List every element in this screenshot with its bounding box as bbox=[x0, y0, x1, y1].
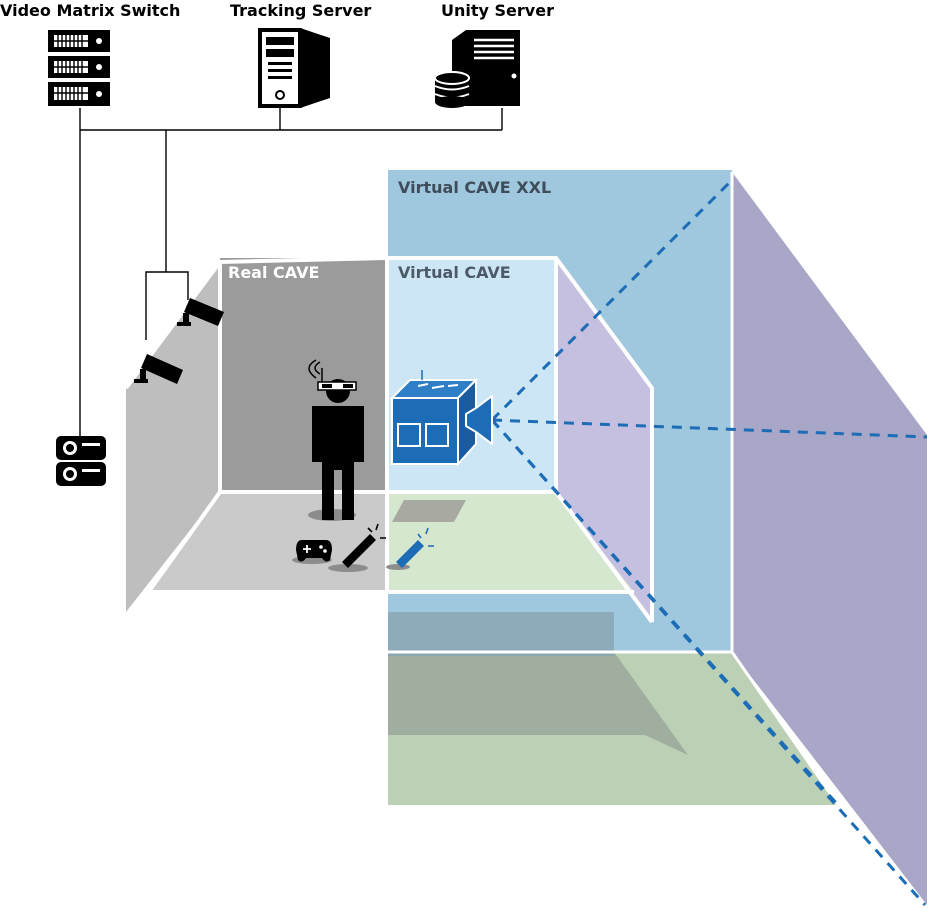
network-lines bbox=[79, 108, 503, 436]
virtual-cave-side-wall bbox=[556, 258, 652, 622]
virtual-cave-xxl-wall-shadow bbox=[388, 612, 614, 656]
flystick-pointer-icon bbox=[386, 527, 434, 570]
projection-line-upper bbox=[490, 178, 734, 422]
projection-lines bbox=[490, 178, 928, 906]
tracking-server-label: Tracking Server bbox=[230, 1, 371, 20]
rack-server-icon bbox=[48, 30, 110, 106]
real-cave-left-wall bbox=[126, 262, 220, 612]
server-database-icon bbox=[434, 30, 520, 108]
virtual-cave-xxl-floor-shadow bbox=[388, 652, 688, 755]
virtual-cave-label: Virtual CAVE bbox=[398, 263, 511, 282]
tracking-camera-icon bbox=[177, 298, 224, 326]
video-matrix-switch-label: Video Matrix Switch bbox=[0, 1, 180, 20]
virtual-cave-xxl-side-wall bbox=[732, 172, 927, 905]
projector-icon bbox=[56, 436, 106, 486]
virtual-camera-icon bbox=[389, 370, 493, 467]
virtual-cave-xxl-label: Virtual CAVE XXL bbox=[398, 178, 551, 197]
projection-line-lower-2 bbox=[490, 418, 840, 807]
person-with-vr-glasses-icon bbox=[308, 359, 364, 521]
flystick-pointer-icon bbox=[328, 523, 386, 572]
tracking-camera-icon bbox=[134, 354, 183, 384]
tower-server-icon bbox=[258, 28, 330, 108]
gamepad-icon bbox=[292, 540, 332, 564]
real-cave-label: Real CAVE bbox=[228, 263, 319, 282]
projection-line-middle bbox=[491, 418, 928, 439]
unity-server-label: Unity Server bbox=[441, 1, 554, 20]
virtual-cave-floor-shadow bbox=[392, 500, 466, 522]
virtual-cave bbox=[388, 256, 654, 624]
virtual-cave-frame bbox=[388, 256, 654, 622]
